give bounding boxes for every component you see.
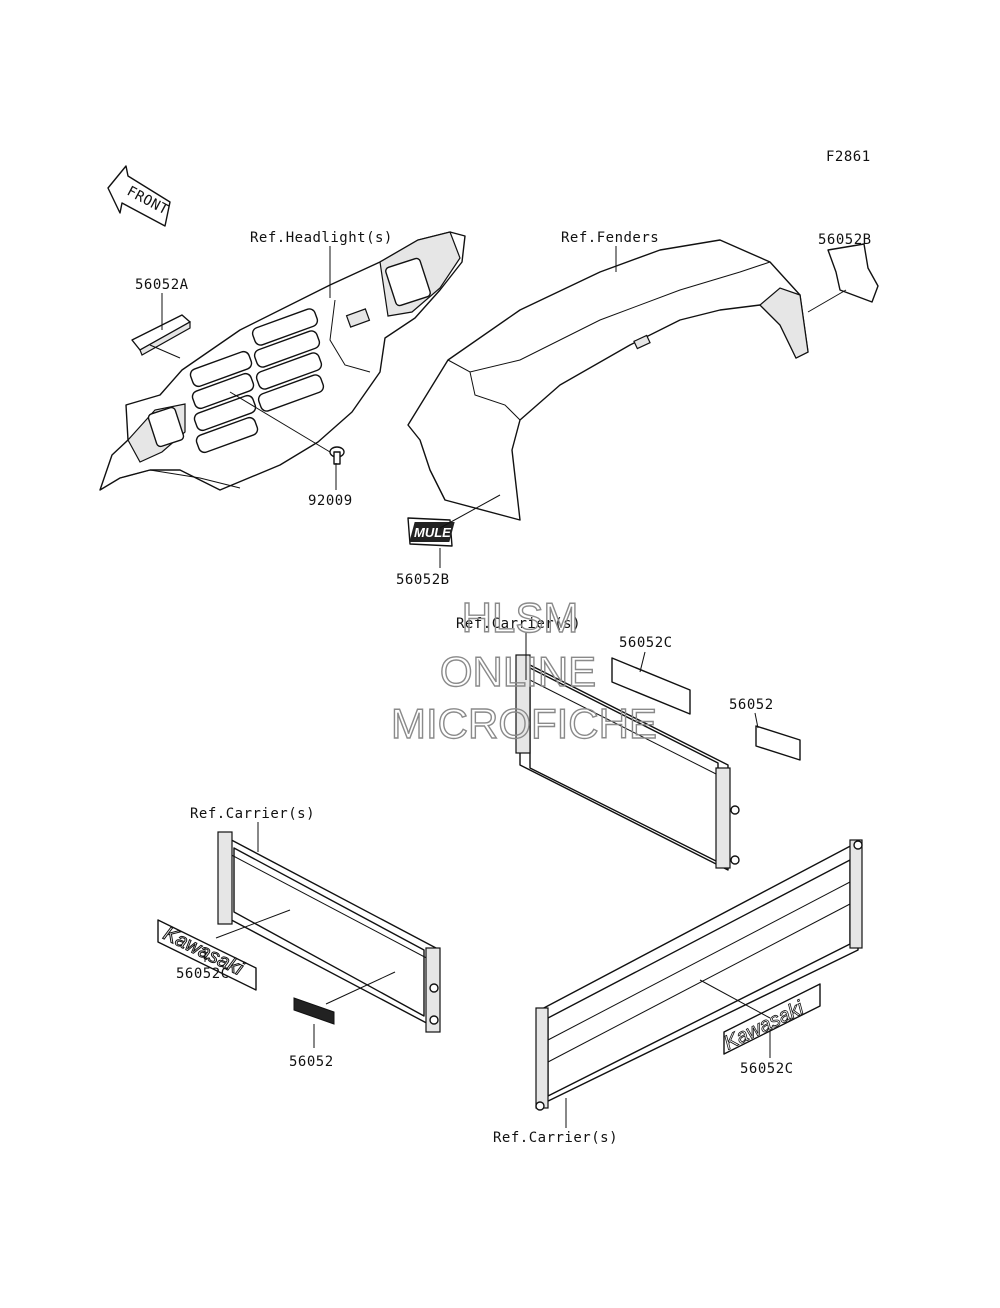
decal-56052b-top — [827, 243, 879, 303]
decal-56052c-top — [611, 657, 691, 715]
tailgate — [535, 839, 863, 1111]
figure-code: F2861 — [826, 149, 871, 165]
label-92009: 92009 — [308, 493, 353, 509]
decal-56052a — [131, 314, 191, 356]
leader-lines — [149, 246, 847, 1128]
label-56052c-right: 56052C — [740, 1061, 794, 1077]
label-ref-fenders: Ref.Fenders — [561, 230, 659, 246]
rear-fenders — [407, 239, 809, 521]
headlight-housing — [99, 231, 466, 491]
mule-badge-text: MULE — [414, 525, 451, 540]
label-ref-carrier-top: Ref.Carrier(s) — [456, 616, 581, 632]
screw-92009 — [329, 446, 345, 465]
label-56052-left: 56052 — [289, 1054, 334, 1070]
label-ref-carrier-left: Ref.Carrier(s) — [190, 806, 315, 822]
watermark-line3: MICROFICHE — [391, 700, 657, 747]
watermark: HLSM ONLINE MICROFICHE — [390, 593, 657, 747]
label-ref-carrier-bottom: Ref.Carrier(s) — [493, 1130, 618, 1146]
label-56052-right: 56052 — [729, 697, 774, 713]
label-ref-headlight: Ref.Headlight(s) — [250, 230, 393, 246]
label-56052b-mid: 56052B — [396, 572, 450, 588]
decal-56052b-mule: MULE — [407, 517, 455, 547]
decal-56052-right — [755, 725, 801, 761]
label-56052c-left: 56052C — [176, 966, 230, 982]
front-arrow-icon: FRONT — [107, 165, 171, 227]
watermark-line1: HLSM — [462, 594, 579, 641]
carrier-panel-top — [515, 654, 740, 871]
grille-slats — [189, 308, 325, 454]
label-56052b-top: 56052B — [818, 232, 872, 248]
carrier-panel-left — [217, 831, 441, 1033]
label-56052c-top: 56052C — [619, 635, 673, 651]
watermark-line2: ONLINE — [440, 648, 596, 695]
decal-56052-left — [293, 997, 335, 1025]
label-56052a: 56052A — [135, 277, 189, 293]
